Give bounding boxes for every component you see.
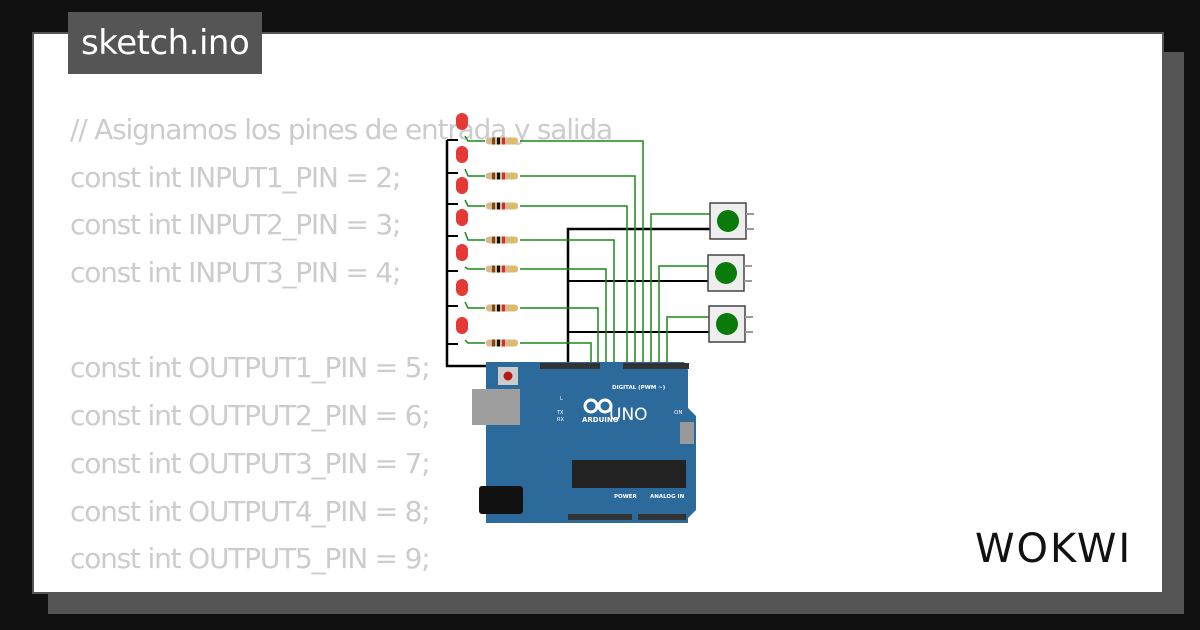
led-wire — [464, 231, 485, 241]
led-wire — [464, 168, 485, 177]
signal-wire — [520, 268, 607, 366]
signal-wire — [520, 205, 628, 366]
code-line: const int OUTPUT6_PIN = 10; — [70, 583, 612, 592]
led — [456, 146, 468, 163]
led — [456, 317, 468, 334]
led-wire — [464, 301, 485, 309]
signal-wire — [520, 342, 592, 366]
wires — [445, 135, 712, 368]
svg-text:POWER: POWER — [614, 494, 638, 500]
led — [456, 279, 468, 296]
resistor — [486, 172, 518, 180]
svg-text:DIGITAL (PWM ~): DIGITAL (PWM ~) — [612, 385, 666, 391]
led-wire — [464, 339, 485, 344]
power-jack — [479, 486, 523, 514]
resistor — [486, 202, 518, 210]
arduino-logo-icon — [583, 398, 613, 414]
wokwi-logo: WOKWI — [975, 526, 1133, 572]
code-line: const int INPUT1_PIN = 2; — [70, 160, 401, 194]
led — [456, 113, 468, 130]
board-model: UNO — [609, 405, 648, 425]
pushbutton — [709, 202, 754, 240]
signal-wire — [520, 175, 636, 366]
resistor — [486, 236, 518, 244]
code-line: const int INPUT2_PIN = 3; — [70, 208, 401, 242]
file-title: sketch.ino — [68, 12, 263, 74]
code-line: const int INPUT3_PIN = 4; — [70, 256, 401, 290]
svg-text:L: L — [560, 396, 563, 402]
code-line: const int OUTPUT2_PIN = 6; — [70, 399, 431, 433]
led-wire — [464, 199, 485, 207]
arduino-uno-board: UNO ARDUINO DIGITAL (PWM ~) POWER ANALOG… — [472, 362, 696, 523]
button-wire — [666, 316, 711, 366]
led-wire — [464, 266, 485, 270]
signal-wire — [520, 140, 644, 366]
board-brand: ARDUINO — [582, 416, 619, 424]
led-wire — [464, 135, 485, 142]
code-line: const int OUTPUT1_PIN = 5; — [70, 351, 431, 385]
button-wire — [658, 265, 710, 366]
resistor — [486, 339, 518, 347]
svg-text:ON: ON — [674, 410, 682, 416]
chip — [572, 460, 686, 488]
code-line: const int OUTPUT5_PIN = 9; — [70, 542, 431, 576]
led — [456, 244, 468, 261]
resistor — [486, 137, 518, 145]
led — [456, 209, 468, 226]
code-line: const int OUTPUT4_PIN = 8; — [70, 494, 431, 528]
pushbutton — [707, 254, 752, 292]
svg-text:RX: RX — [557, 417, 564, 423]
code-line: const int OUTPUT3_PIN = 7; — [70, 446, 431, 480]
led — [456, 177, 468, 194]
signal-wire — [520, 239, 615, 366]
usb-port — [472, 389, 520, 425]
signal-wire — [520, 307, 599, 366]
resistor — [486, 304, 518, 312]
button-wire — [650, 213, 712, 366]
svg-text:TX: TX — [556, 410, 564, 416]
resistor — [486, 265, 518, 273]
svg-text:ANALOG IN: ANALOG IN — [650, 494, 685, 500]
pushbutton — [708, 305, 753, 343]
